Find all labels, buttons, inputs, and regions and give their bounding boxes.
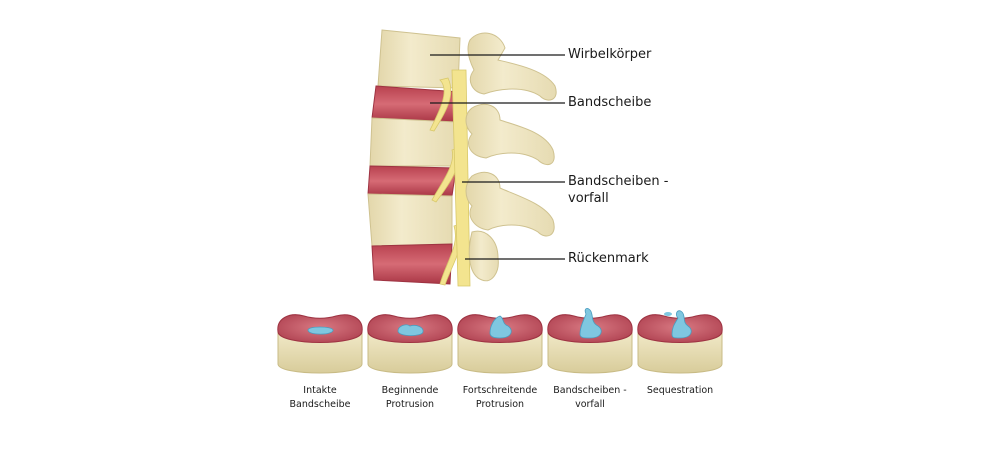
disc-stage-1 (277, 314, 363, 374)
nucleus-pulposus (489, 315, 512, 339)
label-bandscheibenvorfall: Bandscheiben - (568, 174, 669, 189)
label-wirbelkoerper: Wirbelkörper (568, 47, 652, 62)
label-bandscheibenvorfall-line2: vorfall (568, 191, 609, 206)
label-bandscheibe: Bandscheibe (568, 95, 652, 110)
stage-label-line1: Sequestration (646, 385, 714, 396)
disc-stage-4 (547, 307, 633, 374)
disc-cylinder (637, 331, 723, 374)
disc-stages (277, 307, 723, 374)
sequestered-fragment (664, 312, 672, 316)
disc-stage-3 (457, 314, 543, 374)
spinous-process-2 (465, 104, 555, 166)
disc-cylinder (277, 331, 363, 374)
disc-cylinder (457, 331, 543, 374)
spinous-process-1 (467, 32, 557, 101)
spine-illustration (367, 29, 565, 287)
stage-label-line1: Bandscheiben - (553, 385, 627, 396)
disc-stage-2 (367, 314, 453, 374)
disc-cylinder (367, 331, 453, 374)
nucleus-pulposus (307, 326, 334, 335)
nucleus-pulposus (671, 310, 692, 339)
vertebral-body-2 (369, 117, 457, 167)
spinous-process-3 (465, 172, 555, 237)
disc-3 (371, 243, 453, 285)
stage-label-line2: Protrusion (475, 399, 525, 410)
nerve-root-1 (429, 77, 452, 132)
stage-label-4: Bandscheiben - vorfall (535, 384, 645, 412)
nucleus-pulposus (579, 307, 602, 339)
disc-stage-5 (637, 310, 723, 374)
stage-label-5: Sequestration (625, 384, 735, 398)
nucleus-pulposus (397, 324, 424, 337)
facet-lower (468, 230, 499, 282)
stage-label-line2: Protrusion (385, 399, 435, 410)
stage-label-line2: Bandscheibe (289, 399, 351, 410)
stage-label-line1: Intakte (303, 385, 337, 396)
stage-label-line1: Beginnende (381, 385, 439, 396)
label-rueckenmark: Rückenmark (568, 251, 649, 266)
disc-cylinder (547, 331, 633, 374)
stage-label-line1: Fortschreitende (462, 385, 538, 396)
vertebral-body-3 (367, 193, 453, 247)
stage-label-line2: vorfall (575, 399, 605, 410)
spinal-cord (451, 69, 471, 287)
